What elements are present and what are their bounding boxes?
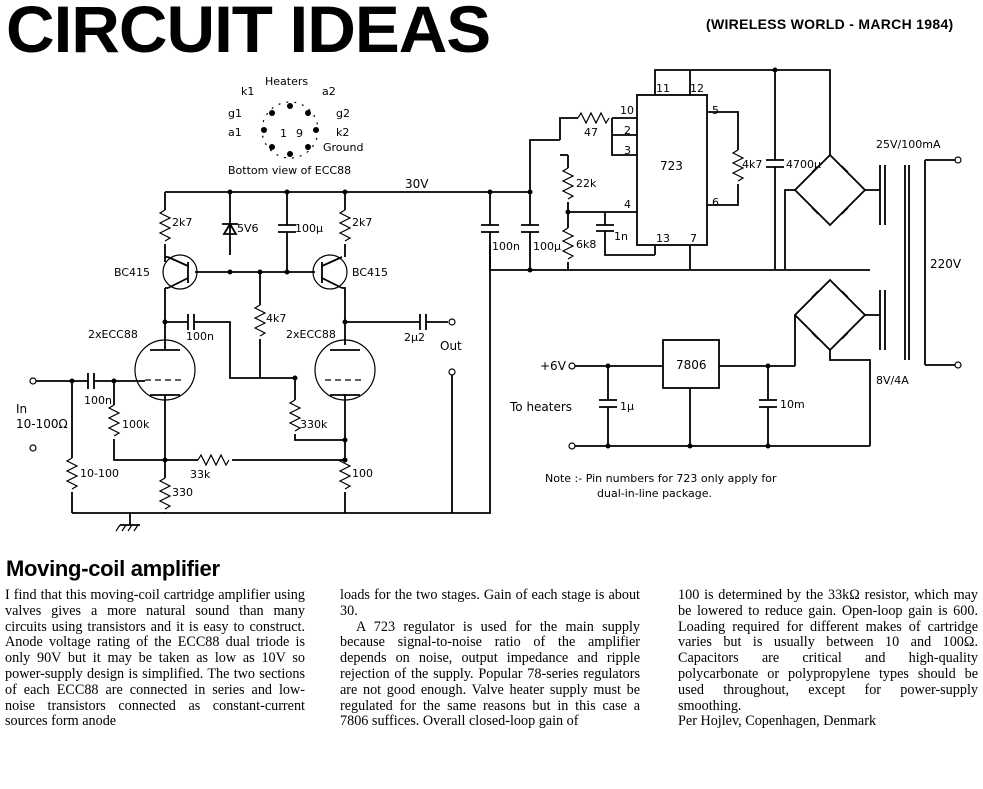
c-1u-label: 1µ bbox=[620, 400, 634, 413]
page-title: CIRCUIT IDEAS bbox=[6, 0, 491, 66]
transistor-right-label: BC415 bbox=[352, 266, 388, 279]
article-column-3: 100 is determined by the 33kΩ resistor, … bbox=[678, 587, 978, 730]
r-2k7-right-label: 2k7 bbox=[352, 216, 372, 229]
r-2k7-left-label: 2k7 bbox=[172, 216, 192, 229]
valve-base-caption: Bottom view of ECC88 bbox=[228, 164, 351, 177]
pin-4: 4 bbox=[624, 198, 631, 211]
note-line-1: Note :- Pin numbers for 723 only apply f… bbox=[545, 472, 777, 485]
article-column-2: loads for the two stages. Gain of each s… bbox=[340, 587, 640, 730]
ps-c-100u-label: 100µ bbox=[533, 240, 561, 253]
pin-10: 10 bbox=[620, 104, 634, 117]
r-47-label: 47 bbox=[584, 126, 598, 139]
output-label: Out bbox=[440, 339, 462, 353]
valve-right-label: 2xECC88 bbox=[286, 328, 336, 341]
r-100-label: 100 bbox=[352, 467, 373, 480]
r-4k7-ps-label: 4k7 bbox=[742, 158, 762, 171]
valve-base-diagram: Heaters k1 a2 g1 g2 a1 k2 Ground 1 9 Bot… bbox=[228, 75, 363, 177]
amplifier-circuit: 2k7 5V6 100µ BC415 BC415 2k7 4k7 bbox=[16, 209, 491, 532]
r-22k-label: 22k bbox=[576, 177, 597, 190]
circuit-schematic: Heaters k1 a2 g1 g2 a1 k2 Ground 1 9 Bot… bbox=[16, 67, 962, 532]
pin-label-a2: a2 bbox=[322, 85, 336, 98]
pin-label-g1: g1 bbox=[228, 107, 242, 120]
r-10-100-label: 10-100 bbox=[80, 467, 119, 480]
note-line-2: dual-in-line package. bbox=[597, 487, 712, 500]
c-4700u-label: 4700µ bbox=[786, 158, 821, 171]
pin-13: 13 bbox=[656, 232, 670, 245]
supply-rail: 30V bbox=[164, 139, 560, 225]
pin-3: 3 bbox=[624, 144, 631, 157]
pin-label-a1: a1 bbox=[228, 126, 242, 139]
article-heading: Moving-coil amplifier bbox=[6, 556, 220, 581]
regulator-723-label: 723 bbox=[660, 159, 683, 173]
transformer-25v-label: 25V/100mA bbox=[876, 138, 941, 151]
pin-number-1: 1 bbox=[280, 127, 287, 140]
pin-7: 7 bbox=[690, 232, 697, 245]
author-signature: Per Hojlev, Copenhagen, Denmark bbox=[678, 713, 877, 730]
article-column-1: I find that this moving-coil cartridge a… bbox=[5, 587, 305, 730]
r-6k8-label: 6k8 bbox=[576, 238, 596, 251]
heater-plus6v-label: +6V bbox=[540, 359, 567, 373]
to-heaters-label: To heaters bbox=[509, 400, 572, 414]
c-100n-input-label: 100n bbox=[84, 394, 112, 407]
c-10m-label: 10m bbox=[780, 398, 805, 411]
pin-label-heaters: Heaters bbox=[265, 75, 308, 88]
input-impedance-label: 10-100Ω bbox=[16, 417, 68, 431]
r-330-label: 330 bbox=[172, 486, 193, 499]
pin-2: 2 bbox=[624, 124, 631, 137]
pin-label-k2: k2 bbox=[336, 126, 349, 139]
pin-11: 11 bbox=[656, 82, 670, 95]
pin-label-k1: k1 bbox=[241, 85, 254, 98]
c-1n-label: 1n bbox=[614, 230, 628, 243]
r-330k-label: 330k bbox=[300, 418, 328, 431]
c-100n-left-label: 100n bbox=[186, 330, 214, 343]
pin-number-9: 9 bbox=[296, 127, 303, 140]
article-paragraph: 100 is determined by the 33kΩ resistor, … bbox=[678, 587, 978, 714]
transistor-left-label: BC415 bbox=[114, 266, 150, 279]
source-line: (WIRELESS WORLD - MARCH 1984) bbox=[706, 16, 954, 32]
ps-c-100n-label: 100n bbox=[492, 240, 520, 253]
regulator-7806-label: 7806 bbox=[676, 358, 707, 372]
transformer-8v-label: 8V/4A bbox=[876, 374, 909, 387]
pin-5: 5 bbox=[712, 104, 719, 117]
heater-supply: 7806 +6V To heaters 1µ 10m Note :- Pin n… bbox=[509, 315, 871, 500]
c-100u-label: 100µ bbox=[295, 222, 323, 235]
pin-6: 6 bbox=[712, 196, 719, 209]
article-paragraph: I find that this moving-coil cartridge a… bbox=[5, 587, 305, 730]
article-paragraph: loads for the two stages. Gain of each s… bbox=[340, 587, 640, 619]
c-2u2-label: 2µ2 bbox=[404, 331, 425, 344]
input-label: In bbox=[16, 402, 27, 416]
transformer-220v-label: 220V bbox=[930, 257, 962, 271]
rail-voltage-label: 30V bbox=[405, 177, 429, 191]
valve-left-label: 2xECC88 bbox=[88, 328, 138, 341]
r-4k7-center-label: 4k7 bbox=[266, 312, 286, 325]
zener-5v6-label: 5V6 bbox=[237, 222, 259, 235]
article-paragraph: A 723 regulator is used for the main sup… bbox=[340, 618, 640, 730]
pin-label-ground: Ground bbox=[323, 141, 363, 154]
r-33k-label: 33k bbox=[190, 468, 211, 481]
pin-12: 12 bbox=[690, 82, 704, 95]
r-100k-label: 100k bbox=[122, 418, 150, 431]
power-supply: 100n 100µ 723 11 12 10 2 3 5 4 6 13 7 47… bbox=[481, 67, 962, 387]
pin-label-g2: g2 bbox=[336, 107, 350, 120]
